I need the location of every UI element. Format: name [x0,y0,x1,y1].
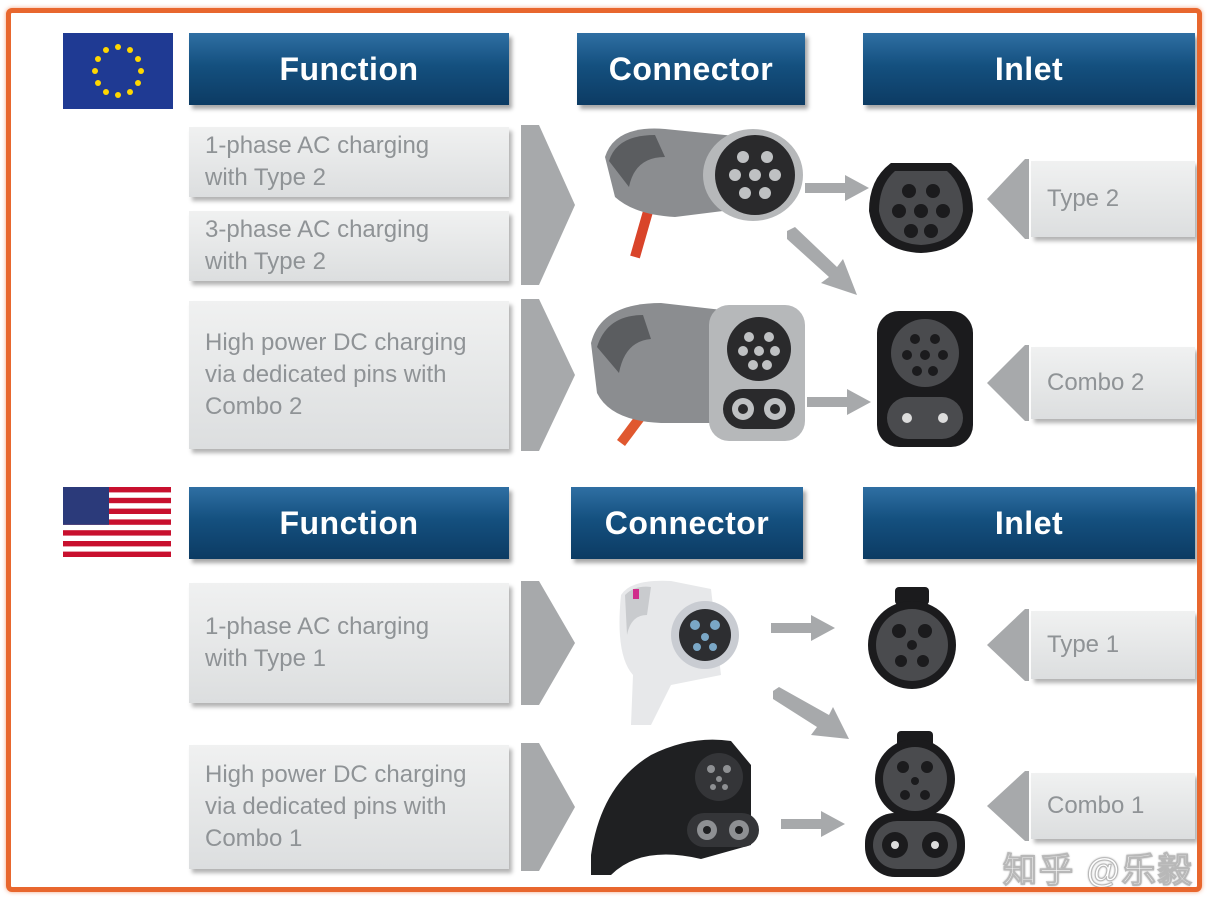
us-function-header: Function [189,487,509,559]
chevron-icon [987,345,1029,421]
chevron-icon [987,609,1029,681]
arrow-icon [781,811,845,837]
us-inlet-header: Inlet [863,487,1195,559]
chevron-icon [521,743,575,871]
eu-flag-icon [63,33,173,109]
us-connector-header: Connector [571,487,803,559]
us-function-dc: High power DC charging via dedicated pin… [189,745,509,869]
combo1-plug-icon [591,739,759,875]
type2-inlet-icon [869,163,973,253]
diagram-frame: Function Connector Inlet 1-phase AC char… [6,8,1202,892]
us-inlet-combo1: Combo 1 [1031,773,1195,839]
chevron-icon [521,125,575,285]
chevron-icon [987,771,1029,841]
us-function-1phase: 1-phase AC charging with Type 1 [189,583,509,703]
eu-inlet-header: Inlet [863,33,1195,105]
combo2-inlet-icon [877,311,973,447]
chevron-icon [521,299,575,451]
watermark: 知乎 @乐毅 [1003,852,1194,890]
eu-function-3phase: 3-phase AC charging with Type 2 [189,211,509,281]
arrow-icon [771,615,835,641]
type1-inlet-icon [868,587,956,689]
us-inlet-type1: Type 1 [1031,611,1195,679]
type2-plug-icon [605,128,803,259]
arrow-icon [805,175,869,201]
arrow-icon [807,389,871,415]
type1-plug-icon [619,580,739,725]
eu-function-header: Function [189,33,509,105]
arrow-icon [787,227,857,295]
chevron-icon [987,159,1029,239]
combo1-inlet-icon [865,731,965,877]
us-flag-icon [63,487,171,557]
eu-inlet-combo2: Combo 2 [1031,347,1195,419]
combo2-plug-icon [591,303,805,446]
arrow-icon [773,687,849,739]
eu-function-1phase: 1-phase AC charging with Type 2 [189,127,509,197]
eu-inlet-type2: Type 2 [1031,161,1195,237]
eu-function-dc: High power DC charging via dedicated pin… [189,301,509,449]
chevron-icon [521,581,575,705]
eu-connector-header: Connector [577,33,805,105]
